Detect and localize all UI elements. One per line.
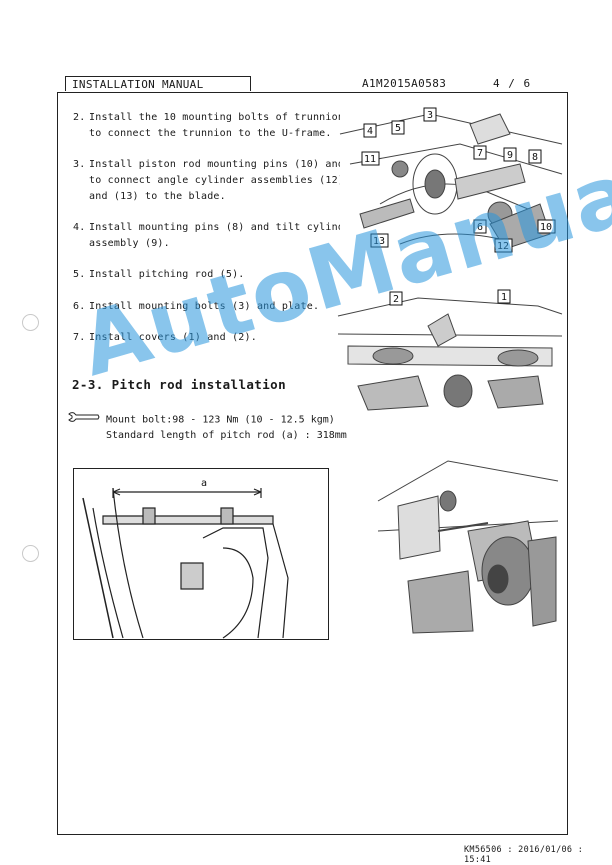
step-4: 4.Install mounting pins (8) and tilt cyl… — [73, 220, 356, 252]
step-text: to connect the trunnion to the U-frame. — [89, 128, 332, 139]
photo-pitch-rod — [377, 460, 559, 635]
binder-hole-top — [22, 314, 39, 331]
torque-spec: Mount bolt:98 - 123 Nm (10 - 12.5 kgm) S… — [68, 412, 347, 443]
callout-label: 11 — [364, 154, 376, 165]
callout-label: 8 — [532, 152, 538, 163]
step-text: Install pitching rod (5). — [89, 269, 245, 280]
step-text: assembly (9). — [89, 238, 170, 249]
photo-trunnion-assembly: 3 4 5 7 8 9 11 6 10 13 12 — [339, 104, 563, 256]
step-text: Install mounting pins (8) and tilt cylin… — [89, 222, 357, 233]
step-2: 2.Install the 10 mounting bolts of trunn… — [73, 110, 375, 142]
callout-label: 4 — [367, 126, 373, 137]
callout-label: 2 — [393, 294, 399, 305]
photo-covers: 2 1 — [337, 286, 563, 412]
callout-label: 10 — [540, 222, 552, 233]
step-7: 7.Install covers (1) and (2). — [73, 330, 257, 346]
step-text: and (13) to the blade. — [89, 191, 226, 202]
step-text: Install covers (1) and (2). — [89, 332, 257, 343]
callout-label: 5 — [395, 123, 401, 134]
callout-label: 9 — [507, 150, 513, 161]
spec-mount-bolt: Mount bolt:98 - 123 Nm (10 - 12.5 kgm) — [106, 414, 335, 426]
callout-label: 3 — [427, 110, 433, 121]
binder-hole-bottom — [22, 545, 39, 562]
step-text: to connect angle cylinder assemblies (12… — [89, 175, 345, 186]
manual-title: INSTALLATION MANUAL — [65, 76, 251, 91]
step-number: 3. — [73, 159, 86, 170]
step-number: 6. — [73, 301, 86, 312]
step-text: Install piston rod mounting pins (10) an… — [89, 159, 376, 170]
dimension-label: a — [201, 478, 207, 489]
callout-label: 7 — [477, 148, 483, 159]
pitch-rod-diagram: a — [73, 468, 329, 640]
step-number: 2. — [73, 112, 86, 123]
section-title: 2-3. Pitch rod installation — [72, 377, 286, 392]
callout-label: 1 — [501, 292, 507, 303]
step-3: 3.Install piston rod mounting pins (10) … — [73, 157, 375, 205]
step-number: 7. — [73, 332, 86, 343]
doc-number: A1M2015A0583 — [362, 77, 447, 90]
wrench-icon — [68, 412, 100, 427]
step-text: Install the 10 mounting bolts of trunnio… — [89, 112, 376, 123]
step-number: 5. — [73, 269, 86, 280]
spec-rod-length: Standard length of pitch rod (a) : 318mm — [106, 429, 347, 441]
step-5: 5.Install pitching rod (5). — [73, 267, 245, 283]
callout-label: 13 — [373, 236, 385, 247]
step-6: 6.Install mounting bolts (3) and plate. — [73, 299, 319, 315]
page-number: 4 / 6 — [493, 77, 532, 90]
callout-label: 12 — [497, 241, 509, 252]
callout-label: 6 — [477, 222, 483, 233]
step-text: Install mounting bolts (3) and plate. — [89, 301, 320, 312]
page-frame — [57, 92, 568, 835]
footer-stamp: KM56506 : 2016/01/06 : 15:41 — [464, 845, 584, 865]
step-number: 4. — [73, 222, 86, 233]
